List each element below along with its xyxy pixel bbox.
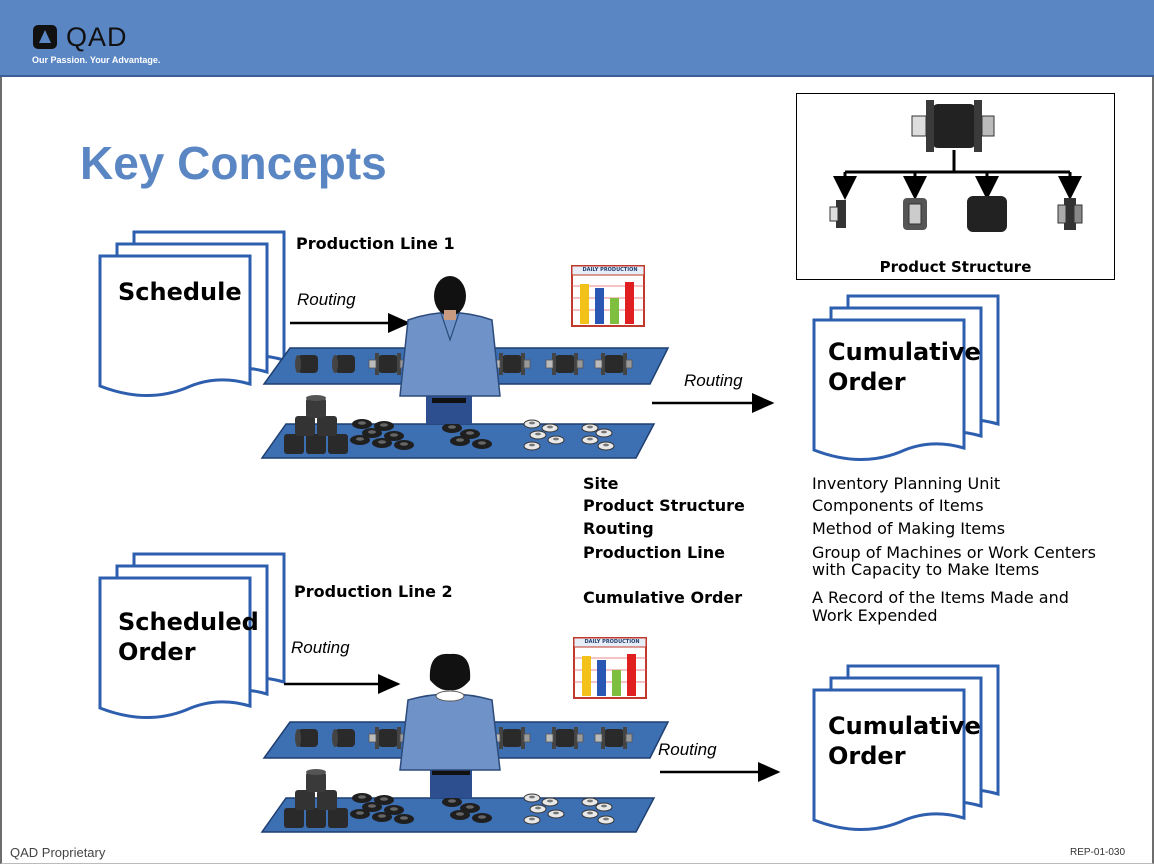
definition-term-cumulative-order: Cumulative Order bbox=[583, 588, 743, 607]
qad-logo-icon bbox=[33, 25, 57, 49]
production-line-2-label: Production Line 2 bbox=[294, 582, 453, 601]
definition-term-routing: Routing bbox=[583, 519, 654, 538]
product-structure-box: Product Structure bbox=[796, 93, 1115, 280]
worker-male-icon bbox=[399, 276, 501, 424]
footer-proprietary: QAD Proprietary bbox=[10, 845, 106, 860]
cumulative-order-label-1-line2: Order bbox=[828, 368, 906, 396]
definition-desc-routing: Method of Making Items bbox=[812, 519, 1006, 538]
definition-desc-production-line-2: with Capacity to Make Items bbox=[812, 560, 1040, 579]
brand-name: QAD bbox=[66, 22, 128, 52]
page-title: Key Concepts bbox=[80, 137, 387, 189]
daily-production-board-1 bbox=[571, 265, 645, 327]
component-bearing-icon bbox=[903, 198, 927, 230]
definition-desc-cumulative-order-1: A Record of the Items Made and bbox=[812, 588, 1069, 607]
cumulative-order-label-1: Cumulative Order bbox=[828, 337, 981, 397]
scheduled-order-doc-label-line2: Order bbox=[118, 638, 196, 666]
routing-label-in-2: Routing bbox=[291, 638, 350, 657]
footer-slide-code: REP-01-030 bbox=[1070, 847, 1126, 858]
schedule-document bbox=[98, 230, 286, 398]
header-bar: QAD Our Passion. Your Advantage. bbox=[0, 0, 1154, 77]
schedule-doc-label: Schedule bbox=[118, 278, 242, 306]
component-washer-icon bbox=[829, 200, 846, 228]
definition-desc-production-line-1: Group of Machines or Work Centers bbox=[812, 543, 1096, 562]
scheduled-order-doc-label: Scheduled Order bbox=[118, 607, 259, 667]
daily-production-board-2-title: DAILY PRODUCTION bbox=[584, 639, 640, 645]
cumulative-order-label-2-line2: Order bbox=[828, 742, 906, 770]
production-line-1-label: Production Line 1 bbox=[296, 234, 455, 253]
definition-term-product-structure: Product Structure bbox=[583, 496, 745, 515]
definition-term-production-line: Production Line bbox=[583, 543, 725, 562]
definition-desc-cumulative-order-2: Work Expended bbox=[812, 606, 938, 625]
brand-tagline: Our Passion. Your Advantage. bbox=[32, 55, 161, 65]
qad-logo: QAD Our Passion. Your Advantage. bbox=[32, 22, 172, 68]
component-cylinder-icon bbox=[967, 196, 1007, 232]
daily-production-board-2 bbox=[573, 637, 647, 699]
routing-label-out-2: Routing bbox=[658, 740, 717, 759]
slide-frame bbox=[0, 77, 1154, 864]
definition-desc-site: Inventory Planning Unit bbox=[812, 474, 1001, 493]
cumulative-order-label-2: Cumulative Order bbox=[828, 711, 981, 771]
routing-label-in-1: Routing bbox=[297, 290, 356, 309]
scheduled-order-doc-label-line1: Scheduled bbox=[118, 608, 259, 636]
product-structure-tree bbox=[829, 100, 1083, 232]
definition-term-site: Site bbox=[583, 474, 619, 493]
cumulative-order-label-2-line1: Cumulative bbox=[828, 712, 981, 740]
component-hub-icon bbox=[1057, 198, 1083, 230]
routing-label-out-1: Routing bbox=[684, 371, 743, 390]
product-structure-label: Product Structure bbox=[879, 258, 1032, 276]
assembly-icon bbox=[911, 100, 995, 152]
daily-production-board-1-title: DAILY PRODUCTION bbox=[582, 267, 638, 273]
worker-female-icon bbox=[399, 653, 501, 798]
cumulative-order-label-1-line1: Cumulative bbox=[828, 338, 981, 366]
definition-desc-product-structure: Components of Items bbox=[812, 496, 984, 515]
